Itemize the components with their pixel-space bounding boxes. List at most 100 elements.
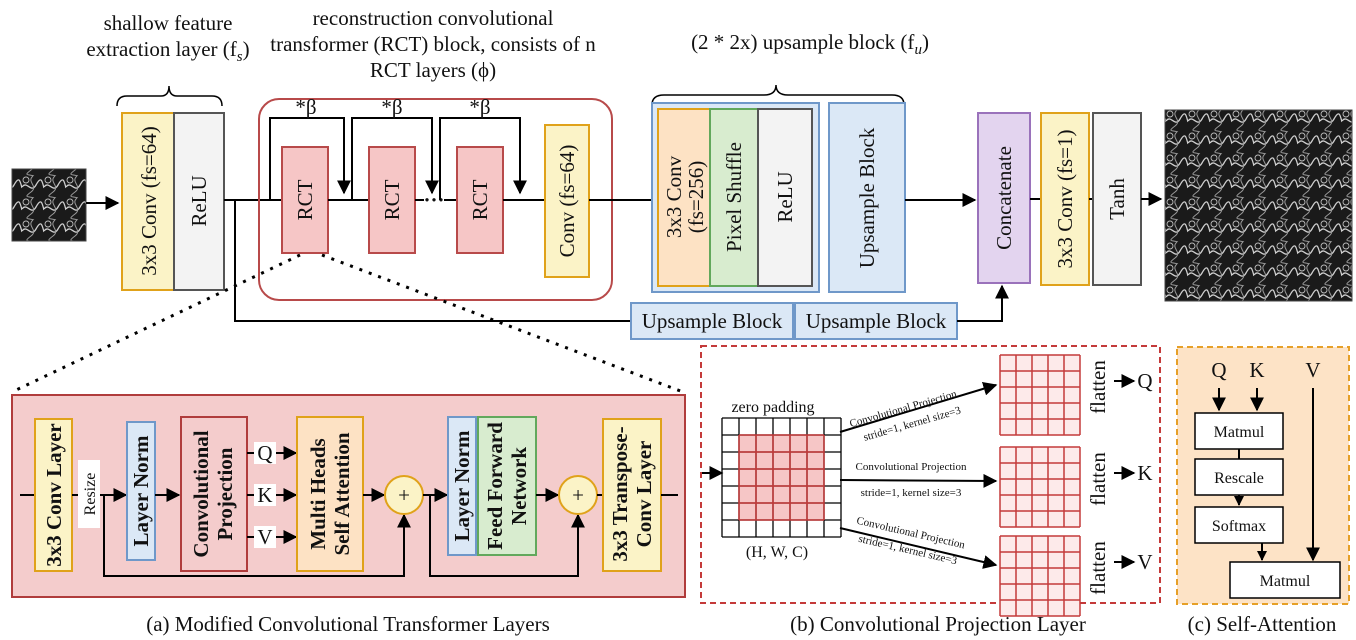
output-image bbox=[1164, 109, 1353, 302]
b-output-grid-k bbox=[999, 446, 1081, 528]
b-projection-arrow-k: Convolutional Projection stride=1, kerne… bbox=[839, 461, 998, 499]
c-v-label: V bbox=[1305, 358, 1320, 382]
rct-ellipsis: ··· bbox=[423, 188, 444, 212]
a-feed-forward: Feed Forward Network bbox=[477, 416, 537, 556]
svg-text:K: K bbox=[1137, 461, 1152, 485]
b-padded-input-grid bbox=[721, 417, 842, 538]
svg-text:Conv (fs=64): Conv (fs=64) bbox=[555, 145, 579, 258]
svg-text:Layer Norm: Layer Norm bbox=[450, 430, 474, 542]
rct-conv-fs64: Conv (fs=64) bbox=[544, 124, 590, 278]
svg-text:RCT: RCT bbox=[380, 179, 404, 220]
upsample-block-title: (2 * 2x) upsample block (fu) bbox=[691, 30, 929, 58]
rct-layer-3: RCT bbox=[456, 146, 504, 254]
svg-text:(2 * 2x) upsample block (fu): (2 * 2x) upsample block (fu) bbox=[691, 30, 929, 58]
svg-text:transformer (RCT) block, consi: transformer (RCT) block, consists of n bbox=[270, 32, 596, 56]
svg-text:Concatenate: Concatenate bbox=[992, 146, 1016, 250]
skip-upsample-block-2: Upsample Block bbox=[794, 302, 958, 340]
b-flatten-v: flatten V bbox=[1086, 541, 1153, 595]
b-projection-arrow-v: Convolutional Projection stride=1, kerne… bbox=[839, 515, 998, 569]
svg-text:Network: Network bbox=[507, 447, 531, 525]
c-k-label: K bbox=[1249, 358, 1264, 382]
svg-text:Tanh: Tanh bbox=[1105, 178, 1129, 220]
a-multi-head-attention: Multi Heads Self Attention bbox=[296, 416, 364, 572]
svg-text:Convolutional Projection: Convolutional Projection bbox=[856, 461, 967, 473]
c-softmax: Softmax bbox=[1194, 506, 1284, 544]
a-conv-projection: Convolutional Projection bbox=[180, 416, 248, 572]
a-conv-layer: 3x3 Conv Layer bbox=[34, 418, 73, 572]
shallow-brace bbox=[116, 85, 223, 107]
svg-text:RCT: RCT bbox=[468, 179, 492, 220]
svg-text:ReLU: ReLU bbox=[187, 175, 211, 226]
pixel-shuffle: Pixel Shuffle bbox=[709, 108, 759, 287]
svg-text:reconstruction convolutional: reconstruction convolutional bbox=[313, 6, 554, 30]
svg-text:stride=1, kernel size=3: stride=1, kernel size=3 bbox=[861, 487, 962, 499]
svg-text:Pixel Shuffle: Pixel Shuffle bbox=[722, 142, 746, 252]
c-matmul-1: Matmul bbox=[1194, 412, 1284, 450]
svg-text:3x3 Conv Layer: 3x3 Conv Layer bbox=[42, 423, 66, 567]
panel-b-border bbox=[700, 345, 1161, 604]
svg-text:ReLU: ReLU bbox=[773, 171, 797, 222]
c-matmul-2: Matmul bbox=[1229, 561, 1341, 599]
svg-text:Matmul: Matmul bbox=[1214, 424, 1265, 441]
relu-block: ReLU bbox=[173, 112, 225, 291]
a-add-2: + bbox=[558, 475, 598, 515]
conv-fs1-block: 3x3 Conv (fs=1) bbox=[1040, 112, 1090, 286]
svg-text:flatten: flatten bbox=[1086, 360, 1110, 414]
c-rescale: Rescale bbox=[1194, 458, 1284, 496]
svg-text:RCT layers (ϕ): RCT layers (ϕ) bbox=[370, 58, 496, 82]
panel-c-caption: (c) Self-Attention bbox=[1188, 612, 1337, 636]
svg-text:V: V bbox=[1137, 550, 1152, 574]
beta-skip-connections: *β *β *β bbox=[269, 95, 527, 200]
svg-text:Self Attention: Self Attention bbox=[330, 432, 354, 555]
upsample-block-2: Upsample Block bbox=[828, 102, 906, 293]
svg-text:K: K bbox=[257, 483, 272, 507]
svg-text:+: + bbox=[398, 483, 410, 507]
zoom-line-right bbox=[321, 253, 684, 394]
a-qkv-arrows: Q K V bbox=[247, 441, 298, 549]
svg-text:RCT: RCT bbox=[293, 179, 317, 220]
b-flatten-q: flatten Q bbox=[1086, 360, 1153, 414]
svg-text:(fs=256): (fs=256) bbox=[684, 161, 708, 234]
input-image bbox=[11, 168, 87, 242]
svg-text:*β: *β bbox=[295, 95, 316, 119]
svg-text:Upsample Block: Upsample Block bbox=[642, 309, 783, 333]
c-q-label: Q bbox=[1211, 358, 1226, 382]
svg-text:3x3 Conv: 3x3 Conv bbox=[662, 155, 686, 238]
skip-upsample-block-1: Upsample Block bbox=[630, 302, 794, 340]
rct-layer-1: RCT bbox=[281, 146, 329, 254]
svg-text:Conv Layer: Conv Layer bbox=[632, 441, 656, 548]
svg-text:V: V bbox=[257, 525, 272, 549]
conv-fs64-block: 3x3 Conv (fs=64) bbox=[121, 112, 175, 291]
rct-layer-2: RCT bbox=[368, 146, 416, 254]
upsample-brace bbox=[651, 84, 905, 106]
svg-text:Feed Forward: Feed Forward bbox=[483, 422, 507, 550]
svg-text:Upsample Block: Upsample Block bbox=[806, 309, 947, 333]
svg-text:flatten: flatten bbox=[1086, 452, 1110, 506]
concatenate-block: Concatenate bbox=[977, 112, 1031, 284]
svg-text:*β: *β bbox=[469, 95, 490, 119]
svg-text:Q: Q bbox=[257, 441, 272, 465]
svg-text:Q: Q bbox=[1137, 369, 1152, 393]
b-output-grid-q bbox=[999, 354, 1081, 436]
rct-block-title: reconstruction convolutional transformer… bbox=[270, 6, 596, 82]
upsample-relu: ReLU bbox=[757, 108, 813, 287]
svg-text:shallow feature: shallow feature bbox=[104, 11, 233, 35]
svg-text:flatten: flatten bbox=[1086, 541, 1110, 595]
svg-text:3x3 Transpose-: 3x3 Transpose- bbox=[608, 426, 632, 561]
svg-text:Layer Norm: Layer Norm bbox=[129, 435, 153, 547]
tanh-block: Tanh bbox=[1092, 112, 1142, 286]
svg-text:Rescale: Rescale bbox=[1214, 470, 1264, 487]
svg-text:extraction layer (fs): extraction layer (fs) bbox=[86, 37, 249, 65]
a-layer-norm-1: Layer Norm bbox=[126, 421, 156, 561]
svg-text:Multi Heads: Multi Heads bbox=[306, 438, 330, 549]
svg-text:3x3 Conv (fs=1): 3x3 Conv (fs=1) bbox=[1053, 129, 1077, 268]
upsample-conv-fs256: 3x3 Conv (fs=256) bbox=[657, 108, 711, 287]
svg-text:Softmax: Softmax bbox=[1212, 518, 1266, 535]
svg-text:3x3 Conv (fs=64): 3x3 Conv (fs=64) bbox=[137, 126, 161, 276]
a-transpose-conv: 3x3 Transpose- Conv Layer bbox=[602, 418, 662, 572]
a-resize-label: Resize bbox=[82, 473, 99, 516]
b-output-grid-v bbox=[999, 535, 1081, 617]
shallow-feature-title: shallow feature extraction layer (fs) bbox=[86, 11, 249, 65]
panel-a-caption: (a) Modified Convolutional Transformer L… bbox=[146, 612, 550, 636]
